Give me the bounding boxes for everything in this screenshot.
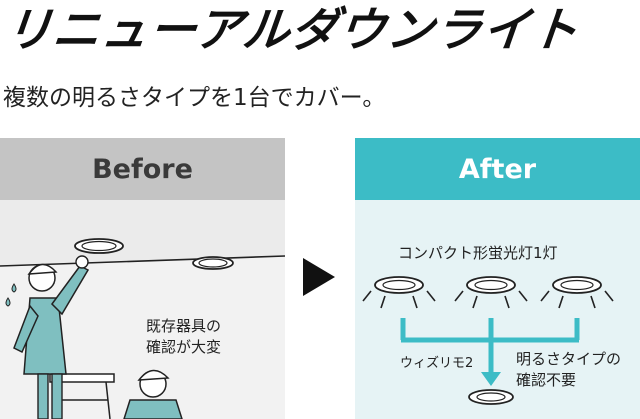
after-panel: After	[355, 138, 640, 419]
downlight-icon	[540, 276, 614, 309]
after-header: After	[355, 138, 640, 200]
before-header: Before	[0, 138, 285, 200]
down-arrow-icon	[481, 372, 501, 386]
ceiling-edge	[0, 255, 285, 267]
after-scene	[362, 276, 614, 405]
page-title: リニューアルダウンライト	[2, 3, 582, 58]
ceiling	[0, 200, 285, 266]
downlight-icon	[468, 389, 514, 405]
lamp-label: コンパクト形蛍光灯1灯	[398, 244, 558, 262]
connector-lines	[400, 318, 580, 374]
downlight-icon	[362, 276, 436, 309]
page-subtitle: 複数の明るさタイプを1台でカバー。	[3, 85, 386, 111]
worker-illustration	[5, 255, 115, 419]
before-note-line: 確認が大変	[146, 338, 222, 356]
downlight-icon	[192, 256, 234, 270]
before-scene	[0, 200, 285, 419]
benefit-note: 明るさタイプの 確認不要	[516, 349, 621, 391]
product-label: ウィズリモ2	[400, 356, 474, 371]
downlight-icon	[74, 238, 124, 254]
before-note: 既存器具の 確認が大変	[146, 316, 221, 358]
benefit-note-line: 確認不要	[516, 371, 577, 389]
downlight-icon	[454, 276, 528, 309]
before-panel: Before	[0, 138, 285, 419]
before-note-line: 既存器具の	[146, 317, 222, 335]
worker-illustration	[123, 369, 183, 419]
benefit-note-line: 明るさタイプの	[516, 350, 622, 368]
right-triangle-arrow-icon	[303, 258, 335, 296]
